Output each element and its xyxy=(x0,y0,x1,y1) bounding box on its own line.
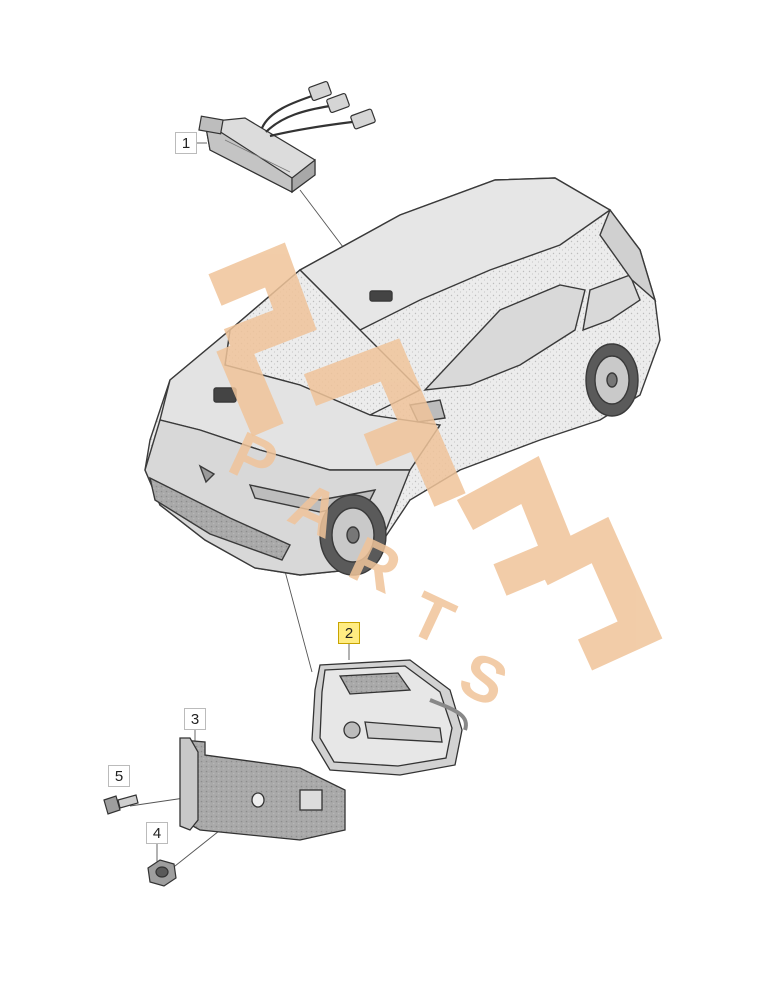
svg-text:T: T xyxy=(399,577,465,659)
callout-1: 1 xyxy=(175,132,197,154)
callout-3: 3 xyxy=(184,708,206,730)
bolt-part-5 xyxy=(103,794,139,815)
callout-4: 4 xyxy=(146,822,168,844)
callout-2: 2 xyxy=(338,622,360,644)
control-module-part-1 xyxy=(198,80,376,194)
watermark-logo xyxy=(208,242,663,671)
callout-5: 5 xyxy=(108,765,130,787)
sensor-unit-part-2 xyxy=(311,659,468,776)
nut-part-4 xyxy=(147,859,177,887)
bracket-part-3 xyxy=(179,737,346,841)
svg-text:S: S xyxy=(449,637,518,720)
